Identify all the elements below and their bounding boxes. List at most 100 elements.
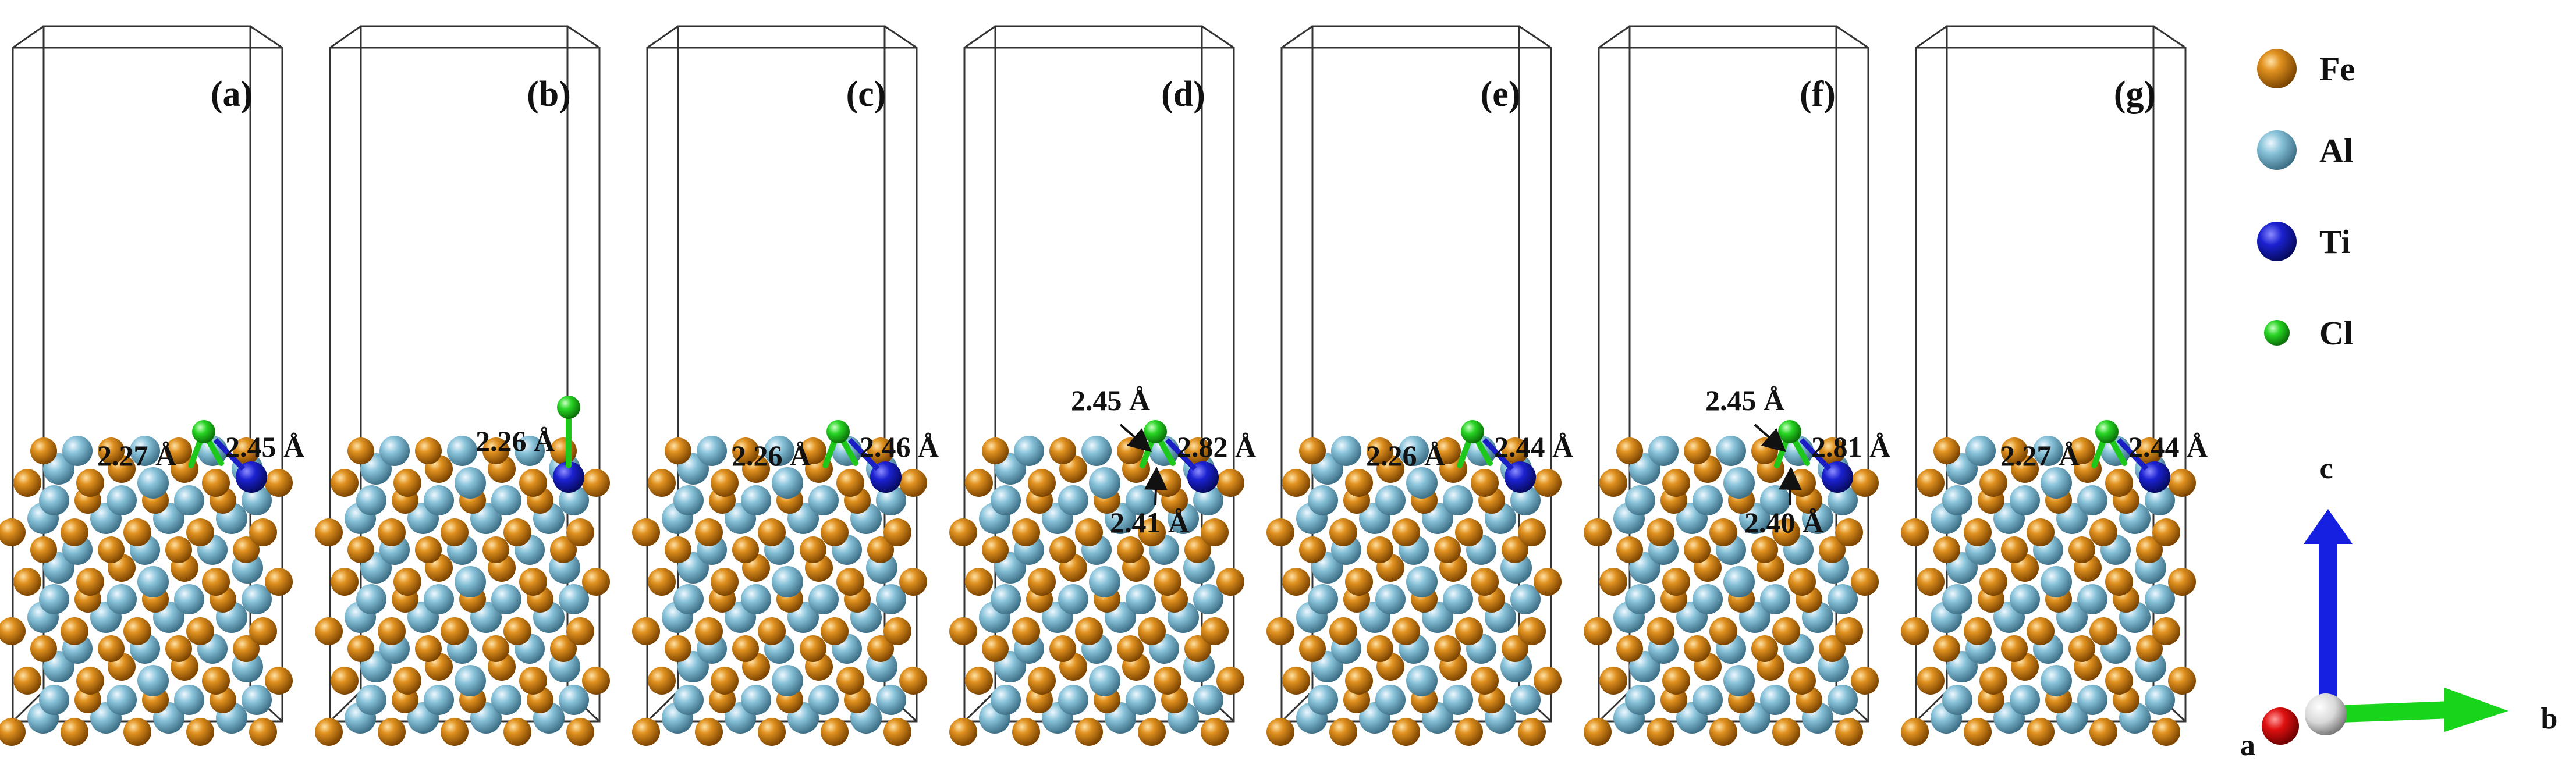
panel-label: (a) [211, 74, 253, 114]
fe-atom [883, 617, 911, 645]
cl-atom [826, 420, 850, 443]
fe-atom [883, 518, 911, 546]
fe-atom [1835, 518, 1863, 546]
fe-atom [441, 518, 469, 546]
fe-atom [1392, 617, 1420, 645]
al-atom [673, 685, 704, 715]
legend-item-fe: Fe [2257, 49, 2355, 88]
al-atom [107, 485, 137, 515]
al-atom [673, 485, 704, 515]
cell-back-face [994, 25, 1203, 691]
fe-atom [1684, 536, 1711, 563]
al-atom [1058, 584, 1088, 614]
al-atom [1760, 584, 1790, 614]
fe-atom [1709, 518, 1737, 546]
al-atom [515, 436, 545, 466]
fe-atom [1471, 469, 1499, 497]
al-atom [491, 584, 521, 614]
cell-edge [329, 690, 362, 723]
fe-atom [1455, 518, 1483, 546]
fe-atom [949, 518, 977, 546]
fe-atom [0, 617, 26, 645]
al-atom [1828, 685, 1858, 715]
al-atom [242, 685, 272, 715]
fe-atom [1502, 536, 1528, 563]
fe-atom [1851, 568, 1879, 596]
fe-atom [415, 536, 442, 563]
al-atom [1331, 436, 1361, 466]
fe-atom [1184, 536, 1211, 563]
fe-atom [315, 518, 343, 546]
al-atom [39, 685, 69, 715]
al-atom [1126, 584, 1156, 614]
legend-item-ti: Ti [2257, 222, 2351, 261]
al-atom [1510, 485, 1541, 515]
fe-atom [1434, 635, 1461, 662]
cell-edge [12, 25, 44, 49]
fe-atom [1647, 518, 1674, 546]
fe-atom [582, 667, 610, 695]
al-atom [1942, 485, 1972, 515]
fe-atom [883, 718, 911, 746]
panel-label: (c) [846, 74, 886, 114]
fe-atom [821, 617, 849, 645]
fe-atom [1471, 667, 1499, 695]
cl-atom [1778, 420, 1801, 443]
fe-atom [1345, 667, 1373, 695]
fe-atom [1788, 469, 1816, 497]
fe-atom [1367, 635, 1393, 662]
fe-atom [1049, 536, 1076, 563]
fe-atom [1201, 518, 1229, 546]
fe-atom [2068, 536, 2095, 563]
fe-atom [1392, 718, 1420, 746]
fe-atom [1709, 617, 1737, 645]
fe-atom [503, 518, 531, 546]
bond-length-label: 2.27 Å [2000, 439, 2080, 472]
al-atom [2041, 566, 2072, 597]
al-atom [491, 485, 521, 515]
al-atom [491, 685, 521, 715]
fe-atom [1684, 437, 1711, 464]
fe-atom [711, 667, 739, 695]
al-atom [1693, 485, 1723, 515]
fe-atom [1216, 469, 1244, 497]
cell-edge [2153, 25, 2186, 49]
fe-atom [1979, 568, 2007, 596]
fe-atom [1901, 617, 1929, 645]
al-atom [1193, 685, 1223, 715]
ti-atom [1505, 461, 1536, 493]
fe-atom [378, 518, 406, 546]
fe-atom [30, 536, 57, 563]
fe-atom [582, 568, 610, 596]
fe-atom [249, 617, 277, 645]
fe-atom [98, 536, 125, 563]
cell-edge [1836, 25, 1869, 49]
cell-back-face [1311, 25, 1520, 691]
fe-atom [441, 718, 469, 746]
fe-atom [800, 536, 826, 563]
fe-atom [758, 518, 786, 546]
ti-cl-bond [2116, 437, 2149, 471]
fe-atom [566, 617, 594, 645]
fe-atom [30, 635, 57, 662]
ti-cl-bond [847, 437, 880, 471]
fe-atom [1216, 667, 1244, 695]
fe-atom [1075, 718, 1103, 746]
slab-atoms [1266, 436, 1562, 746]
fe-atom [899, 667, 927, 695]
slab-atoms [632, 436, 927, 746]
al-atom [242, 485, 272, 515]
fe-atom [1979, 667, 2007, 695]
fe-atom [519, 469, 547, 497]
fe-atom [331, 469, 359, 497]
al-atom [1126, 685, 1156, 715]
al-atom [1126, 485, 1156, 515]
fe-atom [1901, 518, 1929, 546]
fe-atom [2001, 536, 2028, 563]
cell-back-face [1628, 25, 1837, 691]
fe-atom [758, 617, 786, 645]
bond-length-label: 2.41 Å [1110, 506, 1189, 539]
al-atom [137, 566, 169, 597]
